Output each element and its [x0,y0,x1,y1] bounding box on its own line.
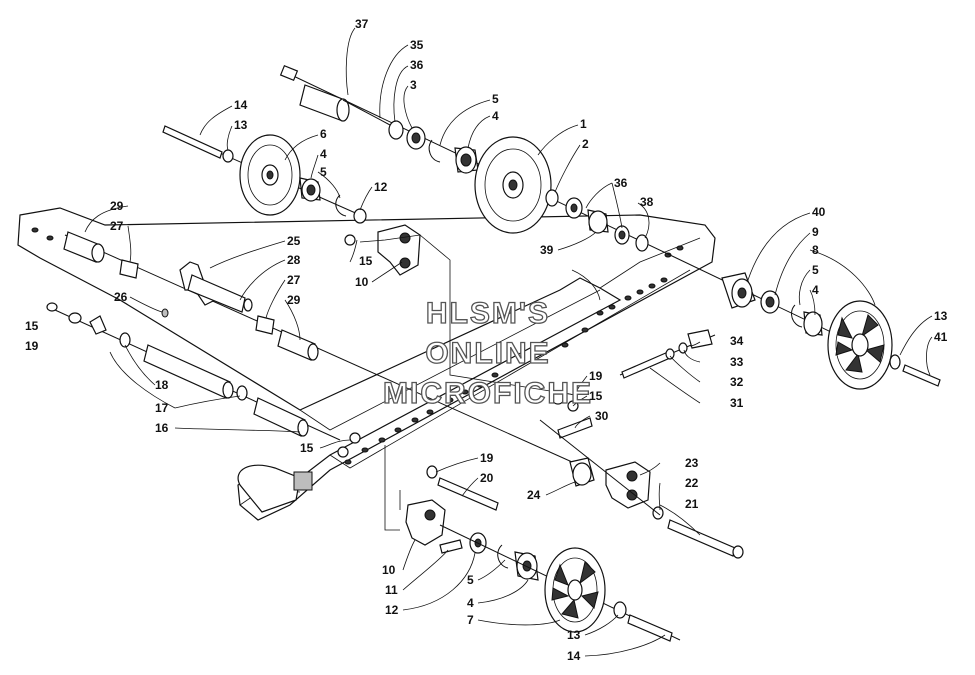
callout-26: 26 [114,290,128,304]
rail-end-block [293,471,313,491]
callout-19: 19 [589,369,603,383]
callout-10: 10 [382,563,396,577]
callout-17: 17 [155,401,169,415]
rail-holes [31,227,684,465]
callout-8: 8 [812,243,819,257]
callout-14: 14 [567,649,581,663]
callout-37: 37 [355,17,369,31]
callout-2: 2 [582,137,589,151]
callout-20: 20 [480,471,494,485]
callout-4: 4 [320,147,327,161]
callout-30: 30 [595,409,609,423]
callout-40: 40 [812,205,826,219]
callout-15: 15 [25,319,39,333]
callout-29: 29 [287,293,301,307]
callout-14: 14 [234,98,248,112]
callout-27: 27 [287,273,301,287]
callout-4: 4 [492,109,499,123]
callout-6: 6 [320,127,327,141]
callout-4: 4 [812,283,819,297]
callout-13: 13 [567,628,581,642]
callout-19: 19 [480,451,494,465]
callout-36: 36 [614,176,628,190]
callout-16: 16 [155,421,169,435]
callout-13: 13 [234,118,248,132]
watermark-line-2: ONLINE [425,337,550,370]
mount-bracket-upper [344,224,421,276]
callout-33: 33 [730,355,744,369]
callout-5: 5 [492,92,499,106]
callout-12: 12 [385,603,399,617]
callout-21: 21 [685,497,699,511]
callout-5: 5 [320,165,327,179]
lower-rear-bracket [539,419,744,559]
callout-4: 4 [467,596,474,610]
callout-38: 38 [640,195,654,209]
callout-10: 10 [355,275,369,289]
callout-31: 31 [730,396,744,410]
watermark-line-1: HLSM'S [426,297,550,330]
callout-labels: 37 35 36 3 5 4 1 2 14 13 6 4 5 12 36 38 … [25,17,948,663]
callout-27: 27 [110,219,124,233]
callout-15: 15 [589,389,603,403]
callout-7: 7 [467,613,474,627]
callout-12: 12 [374,180,388,194]
callout-24: 24 [527,488,541,502]
callout-5: 5 [467,573,474,587]
callout-28: 28 [287,253,301,267]
callout-3: 3 [410,78,417,92]
callout-18: 18 [155,378,169,392]
callout-39: 39 [540,243,554,257]
watermark-line-3: MICROFICHE [383,377,593,410]
leader-lines [84,27,933,657]
front-cross-shaft [63,231,591,471]
callout-22: 22 [685,476,699,490]
callout-23: 23 [685,456,699,470]
callout-19: 19 [25,339,39,353]
lower-idler-assembly [384,445,681,642]
callout-1: 1 [580,117,587,131]
lower-cross-shaft [46,302,361,458]
idler-wheel-upper [474,136,552,234]
callout-35: 35 [410,38,424,52]
lower-front-hardware [426,465,499,511]
axle-hardware [619,329,716,379]
upper-idler-shaft [279,64,671,256]
callout-25: 25 [287,234,301,248]
watermark: HLSM'S ONLINE MICROFICHE [382,296,593,410]
callout-32: 32 [730,375,744,389]
callout-15: 15 [359,254,373,268]
callout-13: 13 [934,309,948,323]
callout-15: 15 [300,441,314,455]
upper-bearing-stack [545,189,649,252]
callout-41: 41 [934,330,948,344]
callout-29: 29 [110,199,124,213]
callout-34: 34 [730,334,744,348]
idler-wheel-left [162,125,367,224]
callout-5: 5 [812,263,819,277]
rear-idler-assembly [669,254,941,390]
callout-36: 36 [410,58,424,72]
callout-11: 11 [385,583,398,597]
callout-9: 9 [812,225,819,239]
